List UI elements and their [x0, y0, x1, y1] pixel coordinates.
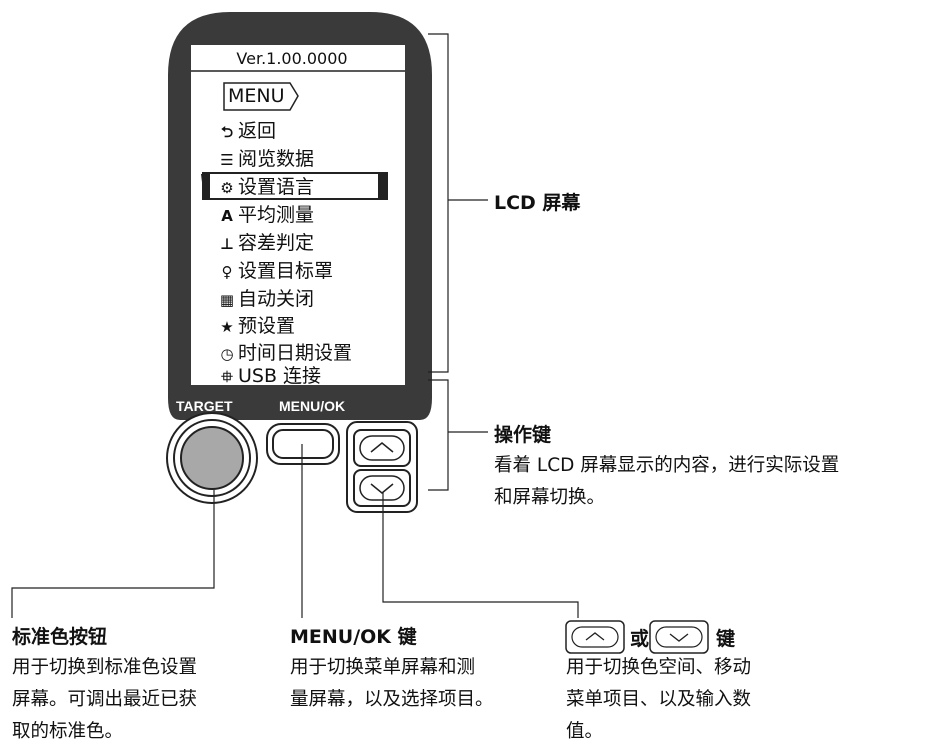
menu-item-auto-off[interactable]: ▦自动关闭: [216, 286, 314, 312]
menu-item-tolerance[interactable]: ⊥容差判定: [216, 230, 314, 256]
menu-item-label: 平均测量: [238, 204, 315, 226]
menu-item-preset[interactable]: ★预设置: [216, 313, 295, 339]
menu-item-back[interactable]: ⮌ 返回: [216, 118, 276, 144]
language-icon: ⚙: [220, 179, 234, 197]
menu-item-datetime[interactable]: ◷时间日期设置: [216, 340, 352, 366]
menu-ok-callout-title: MENU/OK 键: [290, 626, 417, 648]
menu-item-view-data[interactable]: ☰阅览数据: [216, 146, 314, 172]
down-chevron-icon: [370, 483, 394, 494]
target-callout-line3: 取的标准色。: [12, 721, 124, 742]
menu-item-label: 返回: [238, 120, 277, 142]
auto-off-icon: ▦: [219, 291, 235, 309]
back-icon: ⮌: [220, 123, 233, 141]
target-label: TARGET: [176, 398, 233, 414]
star-icon: ★: [220, 318, 234, 336]
menu-item-target-mask[interactable]: ♀ 设置目标罩: [216, 258, 334, 284]
menu-ok-key: [272, 429, 334, 459]
arrow-callout-key: 键: [716, 628, 736, 650]
menu-item-language[interactable]: ⚙设置语言: [216, 174, 314, 200]
menu-ok-callout-line1: 用于切换菜单屏幕和测: [290, 657, 476, 678]
menu-item-label: 时间日期设置: [238, 342, 353, 364]
arrow-callout-or: 或: [630, 628, 650, 650]
menu-item-label: 自动关闭: [238, 288, 315, 310]
target-callout-line1: 用于切换到标准色设置: [12, 657, 198, 678]
target-callout-line2: 屏幕。可调出最近已获: [12, 689, 198, 710]
menu-title: MENU: [228, 85, 285, 107]
average-icon: A: [221, 207, 233, 225]
keys-callout-line2: 和屏幕切换。: [494, 487, 606, 508]
usb-icon: ⯐: [221, 368, 233, 386]
menu-tag: [223, 82, 299, 111]
target-button: [180, 426, 244, 490]
menu-item-label: 预设置: [238, 315, 296, 337]
list-icon: ☰: [220, 151, 234, 169]
lcd-screen: [191, 45, 405, 385]
menu-item-label: USB 连接: [238, 365, 322, 387]
menu-item-label: 容差判定: [238, 232, 315, 254]
menu-item-label: 设置目标罩: [238, 260, 334, 282]
menu-item-label: 阅览数据: [238, 148, 315, 170]
up-chevron-icon: [370, 442, 394, 453]
selection-highlight: [202, 172, 388, 200]
arrow-callout-line2: 菜单项目、以及输入数: [566, 689, 752, 710]
clock-icon: ◷: [220, 345, 234, 363]
menu-item-label: 设置语言: [238, 176, 315, 198]
keys-callout-line1: 看着 LCD 屏幕显示的内容，进行实际设置: [494, 455, 840, 476]
menu-ok-callout-line2: 量屏幕，以及选择项目。: [290, 689, 494, 710]
version-label: Ver.1.00.0000: [236, 49, 348, 68]
arrow-callout-line3: 值。: [566, 721, 604, 742]
target-mask-icon: ♀: [221, 263, 233, 281]
lcd-callout-title: LCD 屏幕: [494, 192, 581, 214]
keys-callout-title: 操作键: [494, 424, 552, 446]
arrow-callout-line1: 用于切换色空间、移动: [566, 657, 752, 678]
menu-item-average[interactable]: A 平均测量: [216, 202, 314, 228]
menu-ok-label: MENU/OK: [279, 398, 346, 414]
tolerance-icon: ⊥: [220, 235, 234, 253]
target-callout-title: 标准色按钮: [12, 626, 108, 648]
menu-item-usb[interactable]: ⯐ USB 连接: [216, 363, 321, 389]
